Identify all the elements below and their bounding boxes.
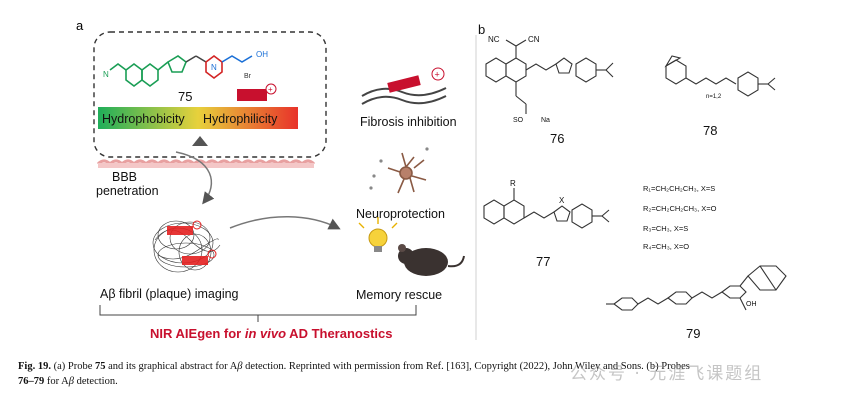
nc-right: CN: [528, 35, 540, 44]
substituent-1: R₁=CH₂CH₂CH₃, X=S: [643, 184, 715, 193]
structure-76: NC CN SO Na: [485, 35, 614, 124]
oh-label: OH: [256, 50, 268, 59]
fibril-charge-icon-1: [192, 220, 202, 230]
red-probe-icon: [237, 89, 267, 101]
oh-79-label: OH: [746, 301, 757, 308]
neuroprotection-label: Neuroprotection: [356, 207, 445, 221]
fibril-charge-icon-2: [207, 249, 217, 259]
r-label: R: [510, 179, 516, 188]
structure-77-number: 77: [536, 254, 550, 269]
structure-78: n=1,2: [664, 55, 776, 100]
fibrosis-icon: +: [361, 67, 447, 105]
neuron-dot-2: [379, 159, 383, 163]
fibril-probe-icon-2: [182, 256, 208, 265]
theranostics-label: NIR AIEgen for in vivo AD Theranostics: [150, 326, 392, 341]
substituent-2: R₂=CH₂CH₂CH₃, X=O: [643, 204, 717, 213]
caption-t3: detection. Reprinted with permission fro…: [242, 361, 690, 372]
plus-icon: +: [268, 85, 273, 94]
neuron-dot-4: [425, 147, 429, 151]
positive-charge-icon: [265, 83, 277, 95]
caption-t2: and its graphical abstract for A: [105, 361, 238, 372]
panel-b: b NC CN SO Na 76 n=1,2: [478, 22, 787, 341]
probe-75-structure: OH Br N N: [103, 50, 268, 87]
structure-77: R X: [483, 179, 610, 229]
therapy-arrow-icon: [229, 216, 341, 230]
fibril-probe-icon-1: [167, 226, 193, 235]
bbb-arrow-icon: [175, 151, 215, 205]
pyridinium-n-label: N: [211, 63, 217, 72]
bbb-label-2: penetration: [96, 184, 159, 198]
structure-76-number: 76: [550, 131, 564, 146]
fibrosis-label: Fibrosis inhibition: [360, 115, 457, 129]
structure-79-number: 79: [686, 326, 700, 341]
lightbulb-icon: [358, 217, 398, 252]
caption-t5: detection.: [73, 376, 118, 387]
dimethylamino-label: N: [103, 70, 109, 79]
bbb-label-1: BBB: [112, 170, 137, 184]
substituent-3: R₃=CH₃, X=S: [643, 224, 688, 233]
structure-78-number: 78: [703, 123, 717, 138]
bbb-membrane-base: [98, 163, 314, 168]
figure-caption: Fig. 19. (a) Probe 75 and its graphical …: [18, 359, 853, 389]
neuron-dot-3: [369, 186, 373, 190]
caption-fig: Fig. 19.: [18, 361, 51, 372]
hydro-gradient-bar: [98, 107, 298, 129]
bracket-icon: [99, 305, 417, 316]
fibril-tangle-icon: [152, 220, 221, 273]
nc-left: NC: [488, 35, 500, 44]
n-equation: n=1,2: [706, 94, 722, 100]
memory-label: Memory rescue: [356, 288, 442, 302]
svg-text:+: +: [435, 70, 440, 80]
mouse-icon: [398, 244, 465, 276]
panel-a-label: a: [76, 18, 84, 33]
bromide-label: Br: [244, 73, 252, 80]
balance-triangle-icon: [192, 136, 208, 146]
hydrophilicity-label: Hydrophilicity: [203, 112, 278, 126]
probe-75-number: 75: [178, 89, 192, 104]
caption-i2: β: [68, 376, 74, 387]
na-label: Na: [541, 117, 550, 124]
neuron-dot-1: [372, 174, 376, 178]
caption-t1: (a) Probe: [50, 361, 95, 372]
so3-label: SO: [513, 117, 524, 124]
panel-a: a OH Br N N 75 + Hydrophobicity Hydrophi…: [76, 18, 465, 341]
fibril-label: Aβ fibril (plaque) imaging: [100, 287, 239, 301]
neuron-icon: [387, 152, 427, 194]
caption-t4: for A: [44, 376, 69, 387]
probe-75-box: [93, 31, 327, 158]
caption-i1: β: [237, 361, 243, 372]
structure-79: OH: [606, 265, 787, 311]
substituent-4: R₄=CH₃, X=O: [643, 242, 689, 251]
caption-b1: 75: [95, 361, 106, 372]
x-label: X: [559, 196, 565, 205]
hydrophobicity-label: Hydrophobicity: [102, 112, 185, 126]
caption-b2: 76–79: [18, 376, 45, 387]
panel-b-label: b: [478, 22, 485, 37]
watermark: 公众号 · 元涯飞课题组: [570, 364, 764, 384]
